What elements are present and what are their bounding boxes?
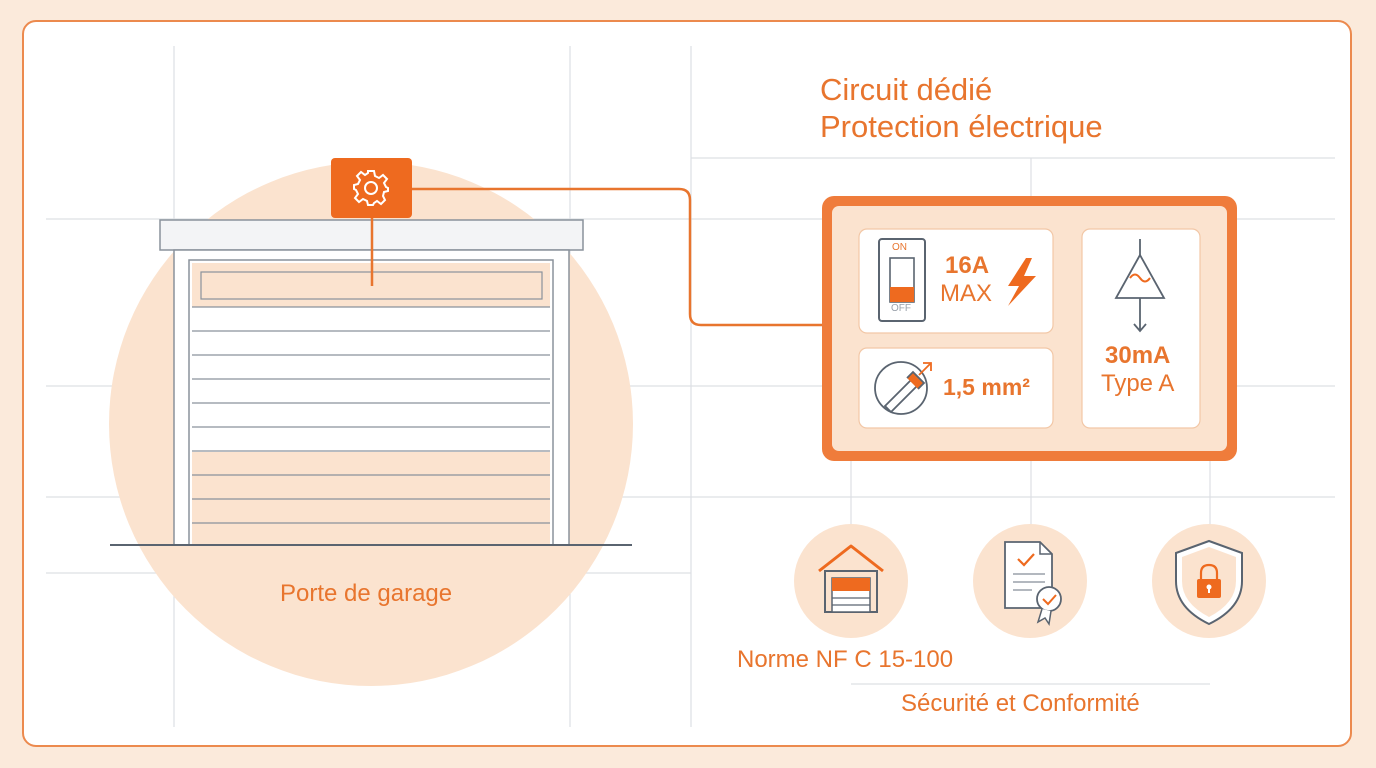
power-wire — [370, 187, 824, 327]
differential-type-label: Type A — [1101, 370, 1175, 397]
title-line-2: Protection électrique — [820, 109, 1103, 144]
door-label: Porte de garage — [280, 580, 453, 607]
securite-label: Sécurité et Conformité — [901, 690, 1140, 717]
diagram-canvas — [46, 46, 1335, 727]
house-garage-icon — [794, 524, 908, 638]
switch-icon — [878, 238, 926, 322]
differential-sensitivity-label: 30mA — [1105, 342, 1171, 369]
title-line-1: Circuit dédié — [820, 72, 993, 107]
cable-icon — [874, 361, 932, 415]
lightning-icon — [1008, 258, 1036, 306]
certificate-icon — [973, 524, 1087, 638]
differential-icon — [1114, 239, 1166, 333]
switch-off-label: OFF — [891, 303, 911, 314]
electrical-panel — [822, 196, 1237, 461]
garage-door — [110, 219, 632, 546]
norme-label: Norme NF C 15-100 — [737, 646, 954, 673]
switch-on-label: ON — [892, 242, 907, 253]
motor-box — [331, 158, 412, 218]
diagram-frame — [22, 20, 1352, 747]
gear-icon — [353, 170, 389, 206]
cable-section-label: 1,5 mm² — [943, 374, 1030, 400]
breaker-amps-label: 16A — [945, 252, 990, 279]
shield-lock-icon — [1152, 524, 1266, 638]
breaker-max-label: MAX — [940, 280, 993, 307]
